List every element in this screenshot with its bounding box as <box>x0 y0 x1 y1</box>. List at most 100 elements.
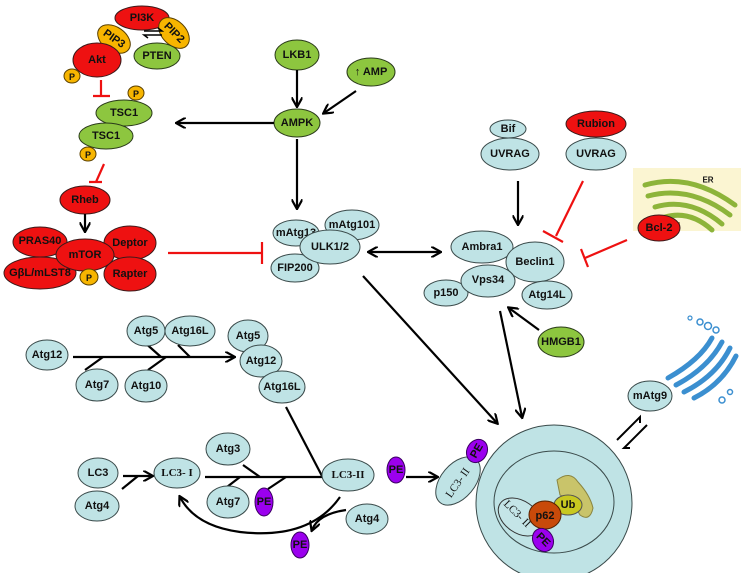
pip2-node <box>158 17 190 49</box>
atg4-branch-line <box>121 475 139 490</box>
pe-inner-node <box>531 527 555 553</box>
ambra1-node <box>450 230 514 264</box>
atg12-conjugation-pathway: Atg12 Atg5 Atg16L Atg7 Atg10 Atg5 Atg12 … <box>25 315 306 404</box>
phosphate-label: P <box>69 72 75 82</box>
p62-label: p62 <box>536 510 555 522</box>
lc3-lipidation-pathway: LC3 Atg4 LC3- I Atg3 Atg7 PE LC3-II PE A… <box>74 432 437 559</box>
mtor-inhibits-ulk-arrow <box>168 242 264 264</box>
beclin1-node <box>505 241 565 283</box>
mtorc1-complex: PRAS40 GβL/mLST8 Deptor Rapter mTOR P <box>3 225 157 292</box>
ulk-label: ULK1/2 <box>311 241 349 253</box>
tsc1-label: TSC1 <box>92 130 120 142</box>
atg16l-label: Atg16L <box>171 325 209 337</box>
bcl2-inhibits-beclin-arrow <box>579 238 628 268</box>
ampk-label: AMPK <box>281 117 313 129</box>
pten-node <box>133 42 181 70</box>
beclin1-label: Beclin1 <box>515 256 554 268</box>
rapter-label: Rapter <box>113 268 149 280</box>
tsc-inhibits-rheb-arrow <box>89 163 106 184</box>
atg4-label: Atg4 <box>85 500 110 512</box>
akt-label: Akt <box>88 54 106 66</box>
hmgb1-to-vps34-arrow <box>509 308 540 331</box>
pten-label: PTEN <box>142 50 171 62</box>
atg12-label: Atg12 <box>32 349 63 361</box>
lc3i-label: LC3- I <box>161 467 192 479</box>
atg4-node <box>74 490 120 522</box>
atg16l-node <box>164 315 216 347</box>
pi3k-label: PI3K <box>130 12 155 24</box>
amp-label: ↑ AMP <box>355 66 388 78</box>
atg14l-label: Atg14L <box>528 289 566 301</box>
rubion-inhibits-beclin-arrow <box>542 180 584 243</box>
beclin1-complex: Ambra1 p150 Beclin1 Atg14L Vps34 <box>423 230 573 310</box>
atg10-node <box>124 369 168 403</box>
atg16l-product-label: Atg16L <box>263 381 301 393</box>
bcl2-node <box>637 214 681 242</box>
rubion-node <box>565 110 627 138</box>
ambra1-label: Ambra1 <box>462 241 503 253</box>
hmgb1-label: HMGB1 <box>541 336 581 348</box>
atg12-product-label: Atg12 <box>246 355 277 367</box>
atg4-to-pe-arrow <box>312 508 347 530</box>
p150-node <box>423 279 469 307</box>
pe-node <box>290 531 310 559</box>
matg13-label: mAtg13 <box>276 227 316 239</box>
fip200-node <box>270 253 320 283</box>
lkb1-label: LKB1 <box>283 49 312 61</box>
atg4-label: Atg4 <box>355 513 380 525</box>
uvrag-node <box>480 137 540 171</box>
amp-node <box>346 57 396 87</box>
atg3-node <box>205 432 251 466</box>
phosphate-label: P <box>133 89 139 99</box>
lc3ii-label: LC3-II <box>331 469 364 481</box>
vps34-node <box>460 264 516 298</box>
hmgb1-node <box>537 326 585 358</box>
atg7-node <box>206 485 250 519</box>
pe-node <box>254 487 274 517</box>
akt-inhibits-tsc-arrow <box>93 80 110 98</box>
phosphate-label: P <box>85 150 91 160</box>
golgi-illustration <box>665 315 739 404</box>
lc3ii-node <box>321 458 375 492</box>
tsc1-node <box>78 122 134 150</box>
fip200-label: FIP200 <box>277 262 312 274</box>
rheb-label: Rheb <box>71 194 99 206</box>
equilibrium-arrows <box>141 27 165 39</box>
p150-label: p150 <box>433 287 458 299</box>
pe-label: PE <box>257 496 272 508</box>
branch-lines <box>84 340 191 371</box>
lc3-node <box>77 457 119 489</box>
matg9-label: mAtg9 <box>633 390 667 402</box>
uvrag-label: UVRAG <box>490 148 530 160</box>
pras40-label: PRAS40 <box>19 235 62 247</box>
phosphate-label: P <box>86 273 92 283</box>
atg12-complex-to-lc3-line <box>285 406 323 477</box>
atg10-label: Atg10 <box>131 380 162 392</box>
atg12-node <box>25 339 69 371</box>
atg14l-node <box>521 280 573 310</box>
pe-label: PE <box>389 464 404 476</box>
atg7-label: Atg7 <box>85 379 109 391</box>
beclin-to-autophagosome-arrow <box>498 310 522 417</box>
matg9-node <box>627 380 673 412</box>
phosphate-node <box>79 146 97 162</box>
lc3i-node <box>153 457 201 489</box>
phosphate-node <box>127 85 145 101</box>
pe-label: PE <box>293 539 308 551</box>
deptor-label: Deptor <box>112 237 148 249</box>
phosphate-node <box>63 68 81 84</box>
amp-to-ampk-arrow <box>324 90 357 113</box>
atg7-label: Atg7 <box>216 496 240 508</box>
matg101-label: mAtg101 <box>329 219 375 231</box>
ulk-to-autophagosome-arrow <box>362 275 497 423</box>
akt-node <box>72 42 122 78</box>
er-label: ER <box>702 176 713 185</box>
mtor-label: mTOR <box>69 249 102 261</box>
vps34-label: Vps34 <box>472 274 505 286</box>
rapter-node <box>103 256 157 292</box>
rubion-label: Rubion <box>577 118 615 130</box>
autophagosome: LC3- II PE LC3- II Ub p62 PE <box>435 424 633 573</box>
uvrag-label: UVRAG <box>576 148 616 160</box>
ub-label: Ub <box>561 499 576 511</box>
